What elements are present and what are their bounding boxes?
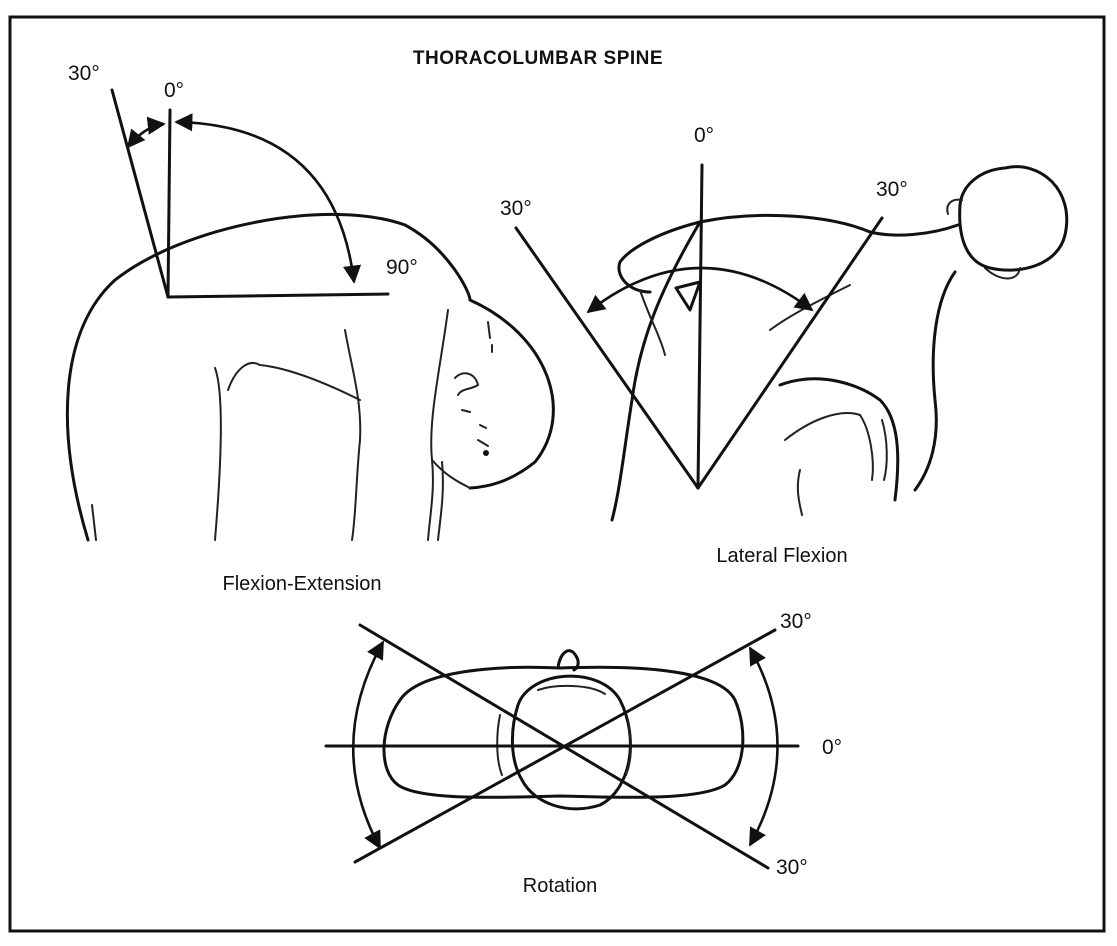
bending-figure-illustration <box>65 212 555 542</box>
rotation-neutral-degree-label: 0° <box>822 736 842 759</box>
rotation-panel: 30° 0° 30° Rotation <box>324 610 842 897</box>
lateral-neutral-axis <box>696 163 704 490</box>
lateral-flexion-arc-arrow <box>586 266 814 314</box>
flexion-degree-label: 90° <box>386 256 418 279</box>
figure-border <box>8 15 1106 933</box>
rotation-right-arc-arrow <box>748 646 779 847</box>
extension-arc-arrow <box>126 116 166 149</box>
flexion-extension-caption: Flexion-Extension <box>223 573 382 595</box>
flexion-arc-arrow <box>174 113 362 284</box>
lateral-flexion-panel: 0° 30° 30° Lateral Flexion <box>500 124 1069 567</box>
flexion-neutral-degree-label: 0° <box>164 79 184 102</box>
rotation-lower-degree-label: 30° <box>776 856 808 879</box>
lateral-right-limit-line <box>696 216 884 490</box>
flexion-horizontal-axis <box>166 292 390 299</box>
side-bending-figure-illustration <box>610 165 1069 522</box>
flexion-extension-panel: 30° 0° 90° Flexion-Extension <box>65 62 555 595</box>
extension-degree-label: 30° <box>68 62 100 85</box>
flexion-neutral-axis <box>166 108 172 299</box>
figure-title: THORACOLUMBAR SPINE <box>413 48 663 69</box>
rotation-upper-degree-label: 30° <box>780 610 812 633</box>
lateral-left-degree-label: 30° <box>500 197 532 220</box>
lateral-left-limit-line <box>514 226 700 490</box>
extension-limit-line <box>110 88 170 299</box>
lateral-flexion-caption: Lateral Flexion <box>716 545 847 567</box>
rotation-caption: Rotation <box>523 875 598 897</box>
rotation-left-arc-arrow <box>351 640 385 850</box>
top-view-figure-illustration <box>382 649 745 811</box>
lateral-right-degree-label: 30° <box>876 178 908 201</box>
rotation-diagonal-line-b <box>353 628 777 864</box>
lateral-neutral-degree-label: 0° <box>694 124 714 147</box>
